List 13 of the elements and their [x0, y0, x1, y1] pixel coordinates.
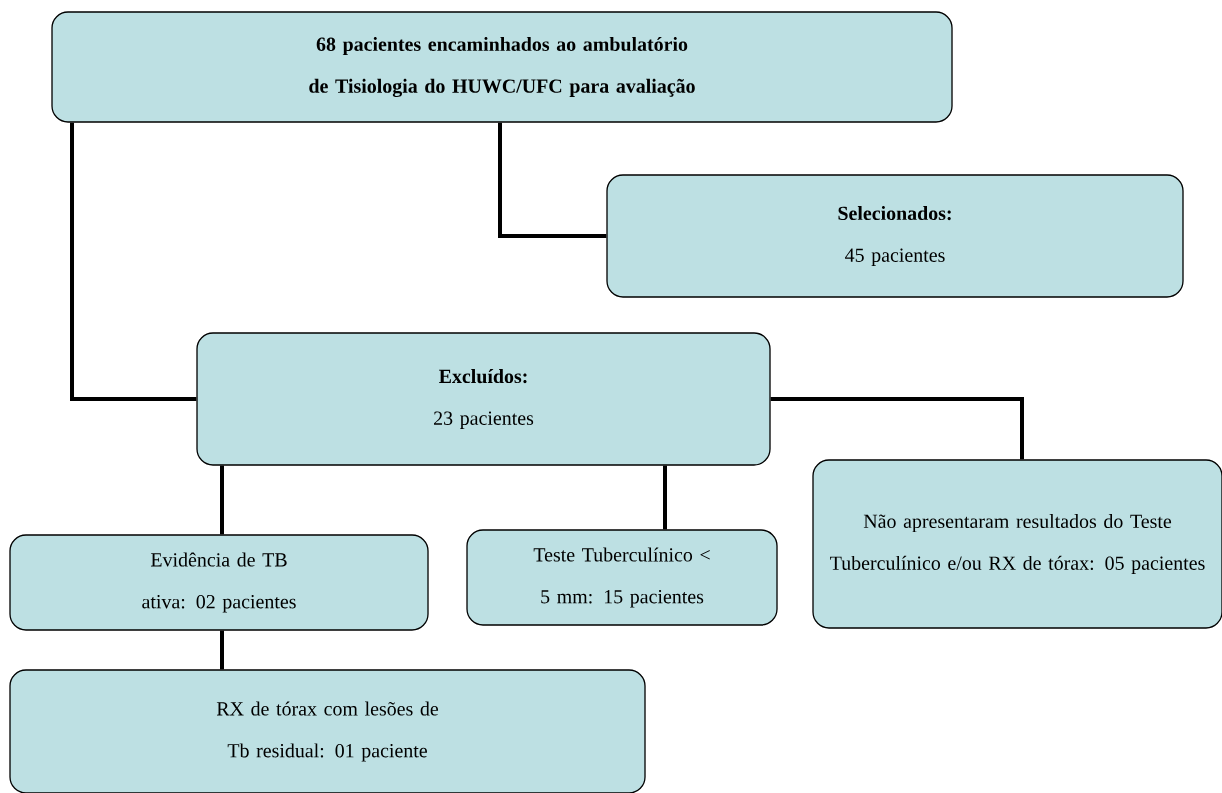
connector-line [220, 630, 224, 670]
connector-line [70, 122, 197, 401]
connector-line [663, 465, 667, 530]
process-box: Não apresentaram resultados do Teste Tuberculínico e/ou RX de tórax: 05 pacientes [812, 459, 1222, 629]
process-box: Evidência de TB ativa: 02 pacientes [9, 534, 429, 631]
process-box: Teste Tuberculínico < 5 mm: 15 pacientes [466, 529, 778, 626]
process-box: RX de tórax com lesões de Tb residual: 01 paciente [9, 669, 646, 793]
process-box: Excluídos: 23 pacientes [196, 332, 771, 466]
process-box: 68 pacientes encaminhados ao ambulatório de Tisiologia do HUWC/UFC para avaliação [51, 11, 953, 123]
connector-line [498, 122, 607, 238]
process-box: Selecionados: 45 pacientes [606, 174, 1184, 298]
connector-line [770, 397, 1024, 460]
connector-line [220, 465, 224, 535]
